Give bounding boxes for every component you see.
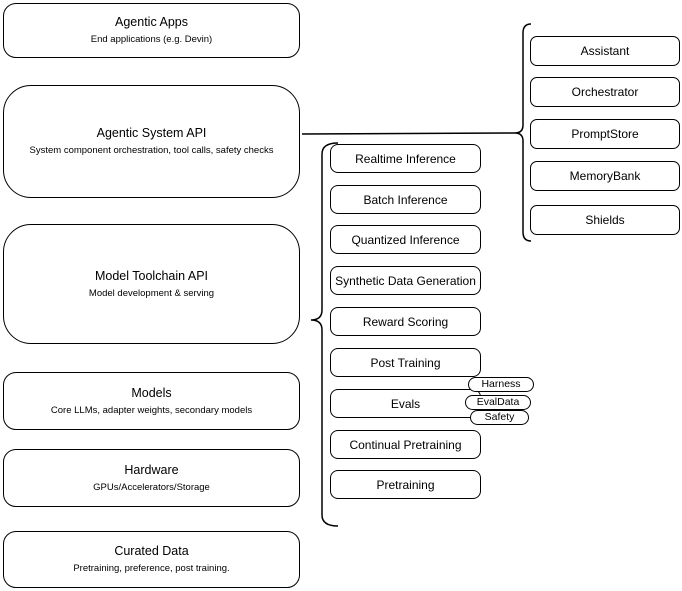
node-assistant: Assistant — [530, 36, 680, 66]
node-label: Evals — [390, 396, 421, 411]
node-label: Reward Scoring — [362, 314, 449, 329]
node-label: MemoryBank — [569, 169, 641, 183]
tag-label: EvalData — [476, 396, 520, 408]
node-quantized-inference: Quantized Inference — [330, 225, 481, 254]
node-subtitle: Model development & serving — [88, 287, 215, 299]
node-label: PromptStore — [571, 127, 639, 141]
node-label: Synthetic Data Generation — [335, 273, 476, 288]
node-title: Curated Data — [114, 544, 189, 558]
node-hardware: Hardware GPUs/Accelerators/Storage — [3, 449, 300, 507]
node-label: Shields — [585, 213, 625, 227]
node-memorybank: MemoryBank — [530, 161, 680, 191]
node-continual-pretraining: Continual Pretraining — [330, 430, 481, 459]
node-label: Pretraining — [376, 477, 435, 492]
node-label: Realtime Inference — [355, 151, 456, 166]
node-curated-data: Curated Data Pretraining, preference, po… — [3, 531, 300, 588]
node-label: Continual Pretraining — [349, 437, 462, 452]
node-title: Hardware — [124, 462, 179, 477]
node-subtitle: System component orchestration, tool cal… — [29, 145, 274, 156]
system-api-connector-line — [301, 132, 516, 135]
node-subtitle: GPUs/Accelerators/Storage — [93, 481, 210, 493]
tag-harness: Harness — [468, 377, 534, 392]
node-label: Batch Inference — [363, 192, 448, 207]
node-subtitle: Core LLMs, adapter weights, secondary mo… — [50, 404, 253, 416]
node-label: Orchestrator — [571, 85, 639, 99]
node-post-training: Post Training — [330, 348, 481, 377]
node-orchestrator: Orchestrator — [530, 77, 680, 107]
node-shields: Shields — [530, 205, 680, 235]
node-label: Post Training — [370, 355, 441, 370]
node-agentic-apps: Agentic Apps End applications (e.g. Devi… — [3, 3, 300, 58]
node-title: Agentic Apps — [115, 15, 188, 29]
node-realtime-inference: Realtime Inference — [330, 144, 481, 173]
tag-evaldata: EvalData — [465, 395, 531, 410]
node-models: Models Core LLMs, adapter weights, secon… — [3, 372, 300, 430]
node-title: Models — [131, 385, 172, 400]
node-promptstore: PromptStore — [530, 119, 680, 149]
node-subtitle: End applications (e.g. Devin) — [90, 34, 213, 45]
system-components-brace — [514, 23, 532, 242]
node-label: Quantized Inference — [351, 232, 460, 247]
node-model-toolchain-api: Model Toolchain API Model development & … — [3, 224, 300, 344]
tag-label: Harness — [481, 378, 521, 390]
node-title: Model Toolchain API — [94, 268, 209, 283]
tag-label: Safety — [484, 411, 515, 423]
tag-safety: Safety — [470, 410, 529, 425]
node-label: Assistant — [580, 44, 630, 58]
node-pretraining: Pretraining — [330, 470, 481, 499]
node-agentic-system-api: Agentic System API System component orch… — [3, 85, 300, 198]
node-synthetic-data-generation: Synthetic Data Generation — [330, 266, 481, 295]
node-subtitle: Pretraining, preference, post training. — [73, 563, 230, 574]
node-title: Agentic System API — [96, 126, 207, 140]
node-batch-inference: Batch Inference — [330, 185, 481, 214]
node-reward-scoring: Reward Scoring — [330, 307, 481, 336]
node-evals: Evals — [330, 389, 481, 418]
